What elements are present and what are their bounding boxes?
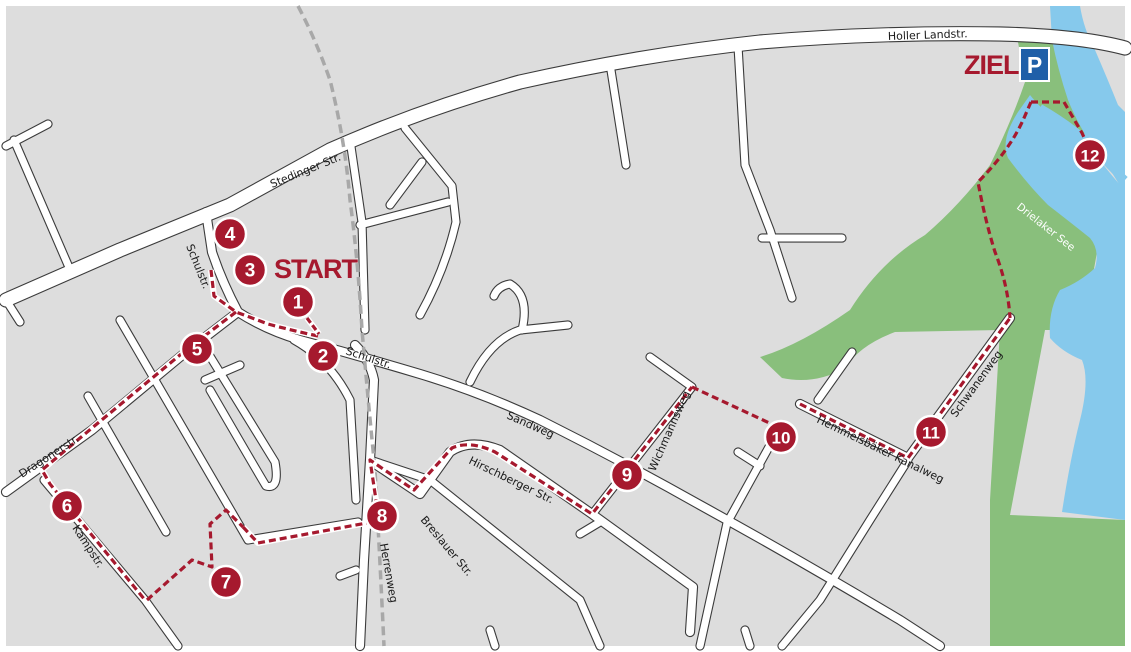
label-holler-landstr: Holler Landstr. bbox=[888, 27, 968, 43]
marker-1: 1 bbox=[280, 284, 316, 320]
road-herren-stub bbox=[336, 566, 360, 580]
road-loop bbox=[196, 336, 280, 490]
marker-label-7: 7 bbox=[221, 573, 232, 594]
marker-circle-10 bbox=[763, 419, 799, 455]
marker-label-3: 3 bbox=[245, 261, 256, 282]
road-w-stub bbox=[2, 296, 24, 326]
road-herrenweg bbox=[351, 341, 378, 650]
marker-2: 2 bbox=[305, 338, 341, 374]
road-loop-inner bbox=[201, 361, 244, 384]
marker-label-5: 5 bbox=[192, 340, 203, 361]
marker-4: 4 bbox=[212, 216, 248, 252]
marker-12: 12 bbox=[1072, 137, 1108, 173]
marker-circle-4 bbox=[212, 216, 248, 252]
route-line bbox=[40, 269, 1012, 602]
marker-label-11: 11 bbox=[922, 424, 940, 443]
parking-icon bbox=[1019, 47, 1050, 82]
marker-3: 3 bbox=[232, 252, 268, 288]
river bbox=[1050, 6, 1125, 195]
road-north-4 bbox=[386, 158, 426, 209]
start-label: START bbox=[274, 254, 358, 284]
route-spur-1-dash bbox=[305, 317, 321, 335]
marker-circle-9 bbox=[609, 457, 645, 493]
route-lake-path bbox=[976, 101, 1033, 319]
marker-label-2: 2 bbox=[318, 347, 329, 368]
marker-5: 5 bbox=[179, 331, 215, 367]
park-area bbox=[760, 42, 1125, 646]
marker-10: 10 bbox=[763, 419, 799, 455]
lake bbox=[1005, 95, 1125, 520]
marker-label-10: 10 bbox=[772, 429, 791, 448]
parking-letter: P bbox=[1027, 52, 1042, 78]
marker-9: 9 bbox=[609, 457, 645, 493]
finish-label: ZIEL bbox=[964, 50, 1019, 80]
road-bottom-stubs bbox=[486, 626, 754, 650]
route-spur-7 bbox=[145, 508, 245, 602]
marker-label-9: 9 bbox=[622, 466, 633, 487]
marker-circle-6 bbox=[49, 488, 85, 524]
marker-circle-7 bbox=[208, 564, 244, 600]
marker-circle-1 bbox=[280, 284, 316, 320]
marker-circle-8 bbox=[364, 498, 400, 534]
road-kamp-parallel-2 bbox=[116, 316, 362, 544]
marker-circle-3 bbox=[232, 252, 268, 288]
road-breslauer bbox=[366, 456, 604, 650]
marker-7: 7 bbox=[208, 564, 244, 600]
marker-label-4: 4 bbox=[225, 225, 236, 246]
marker-circle-11 bbox=[913, 414, 949, 450]
parking-sign: P bbox=[1019, 47, 1050, 82]
marker-circle-2 bbox=[305, 338, 341, 374]
road-hem-branch bbox=[778, 348, 912, 650]
road-north-2 bbox=[356, 198, 452, 229]
road-branch-10 bbox=[696, 423, 784, 650]
road-top-1 bbox=[606, 60, 630, 169]
road-mid-branch bbox=[466, 280, 572, 386]
road-north-3 bbox=[401, 124, 460, 319]
marker-circle-12 bbox=[1072, 137, 1108, 173]
road-top-2 bbox=[734, 42, 796, 302]
marker-8: 8 bbox=[364, 498, 400, 534]
road-stub-10 bbox=[734, 448, 764, 470]
marker-label-8: 8 bbox=[377, 507, 388, 528]
marker-circle-5 bbox=[179, 331, 215, 367]
road-holler-landstr bbox=[0, 27, 1131, 307]
marker-label-1: 1 bbox=[293, 293, 304, 314]
marker-label-6: 6 bbox=[62, 497, 73, 518]
route-wichmannsweg-footpath bbox=[691, 385, 779, 429]
road-stub-south bbox=[576, 518, 604, 538]
marker-11: 11 bbox=[913, 414, 949, 450]
road-w-vertical bbox=[10, 136, 72, 269]
marker-6: 6 bbox=[49, 488, 85, 524]
marker-label-12: 12 bbox=[1081, 147, 1100, 166]
